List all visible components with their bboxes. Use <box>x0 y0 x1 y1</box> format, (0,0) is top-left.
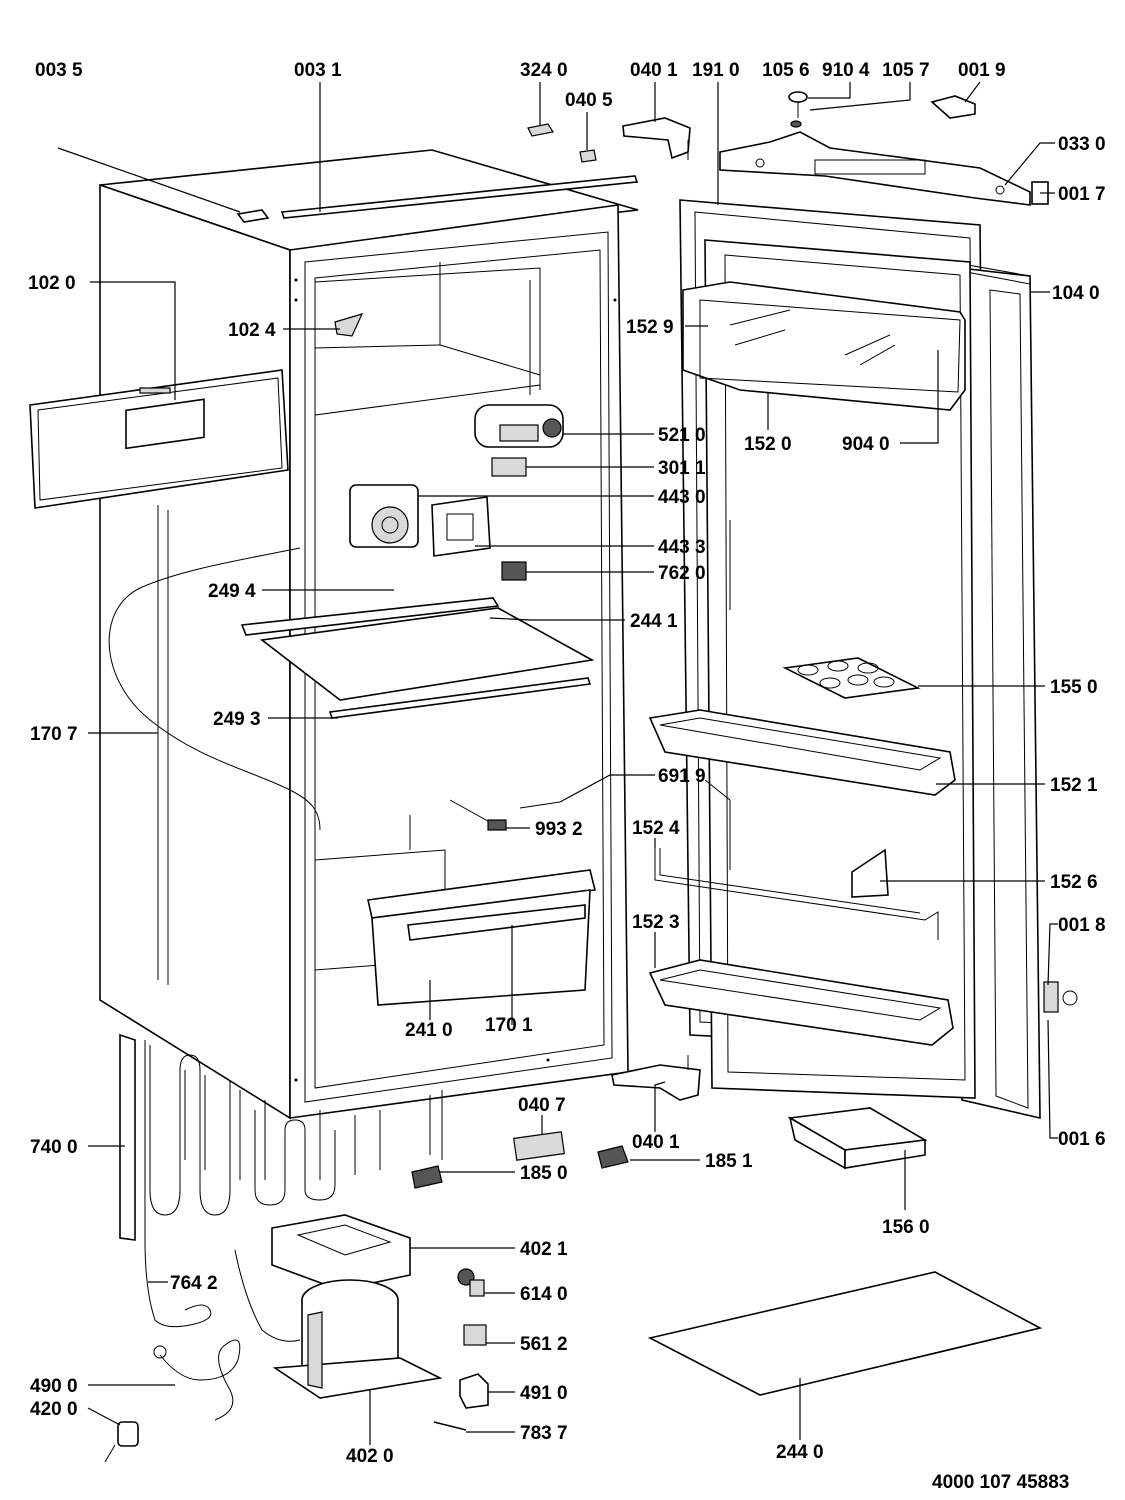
label-1529: 152 9 <box>626 317 674 338</box>
label-7642: 764 2 <box>170 1273 218 1294</box>
compressor-drip-tray <box>271 1214 411 1291</box>
label-1701: 170 1 <box>485 1015 533 1036</box>
label-0016: 001 6 <box>1058 1129 1106 1150</box>
label-5210: 521 0 <box>658 425 706 446</box>
label-0407: 040 7 <box>518 1095 566 1116</box>
power-cord <box>159 1339 241 1421</box>
condenser <box>119 1033 443 1241</box>
label-1521: 152 1 <box>1050 775 1098 796</box>
top-trim-rail <box>280 175 639 219</box>
rear-cover-sheet <box>647 1271 1043 1396</box>
label-7837: 783 7 <box>520 1423 568 1444</box>
label-1910: 191 0 <box>692 60 740 81</box>
upper-hinge <box>622 117 691 160</box>
door-fixing-bracket <box>719 131 1031 206</box>
label-7620: 762 0 <box>658 563 706 584</box>
label-2494: 249 4 <box>208 581 256 602</box>
corner-cap <box>236 209 270 223</box>
label-0401-bottom: 040 1 <box>632 1132 680 1153</box>
flap-hinge-clip <box>334 313 364 337</box>
label-0019: 001 9 <box>958 60 1006 81</box>
door-hinge-right <box>1043 981 1078 1013</box>
hinge-spacer-right <box>597 1145 629 1169</box>
label-1024: 102 4 <box>228 320 276 341</box>
overload-protector <box>463 1324 487 1346</box>
label-1020: 102 0 <box>28 273 76 294</box>
ice-cube-tray <box>787 1107 928 1170</box>
fan-motor <box>349 484 419 548</box>
label-4900: 490 0 <box>30 1376 78 1397</box>
filter-grille <box>501 561 527 581</box>
capillary-tube <box>144 1040 212 1328</box>
leader-lines <box>57 81 1058 1445</box>
label-1056: 105 6 <box>762 60 810 81</box>
hinge-plate <box>513 1131 565 1161</box>
label-0401-top: 040 1 <box>630 60 678 81</box>
bottle-retainer-bar <box>654 848 939 940</box>
label-4433: 443 3 <box>658 537 706 558</box>
label-2440: 244 0 <box>776 1442 824 1463</box>
label-4021: 402 1 <box>520 1239 568 1260</box>
egg-tray <box>782 657 921 699</box>
lower-hinge <box>611 1055 701 1101</box>
compressor <box>272 1279 443 1399</box>
label-1550: 155 0 <box>1050 677 1098 698</box>
label-1851: 185 1 <box>705 1151 753 1172</box>
hinge-spacer-left <box>411 1165 443 1189</box>
freezer-flap <box>29 369 289 509</box>
label-1707: 170 7 <box>30 724 78 745</box>
lamp-sensor-cable <box>449 799 561 831</box>
label-1057: 105 7 <box>882 60 930 81</box>
label-0405: 040 5 <box>565 90 613 111</box>
label-3240: 324 0 <box>520 60 568 81</box>
rating-label <box>491 457 527 477</box>
label-1524: 152 4 <box>632 818 680 839</box>
thermostat-housing <box>474 404 564 448</box>
label-4430: 443 0 <box>658 487 706 508</box>
door-balcony-lower <box>648 959 954 1046</box>
label-1523: 152 3 <box>632 912 680 933</box>
label-6140: 614 0 <box>520 1284 568 1305</box>
label-9932: 993 2 <box>535 819 583 840</box>
drawing-number: 4000 107 45883 <box>932 1472 1069 1493</box>
label-6919: 691 9 <box>658 766 706 787</box>
label-1040: 104 0 <box>1052 283 1100 304</box>
hinge-pin-cap <box>930 95 976 119</box>
door-balcony-upper <box>648 709 956 796</box>
label-9104: 910 4 <box>822 60 870 81</box>
hinge-cover <box>527 123 554 137</box>
bottle-divider <box>851 848 889 898</box>
service-tube <box>433 1421 467 1431</box>
label-1560: 156 0 <box>882 1217 930 1238</box>
label-5612: 561 2 <box>520 1334 568 1355</box>
crisper-drawer <box>367 869 596 1006</box>
fan-cover <box>431 496 491 557</box>
label-9040: 904 0 <box>842 434 890 455</box>
label-1850: 185 0 <box>520 1163 568 1184</box>
label-3011: 301 1 <box>658 458 706 479</box>
label-0031: 003 1 <box>294 60 342 81</box>
relay-cover <box>459 1373 489 1409</box>
label-0035: 003 5 <box>35 60 83 81</box>
label-2441: 244 1 <box>630 611 678 632</box>
starter-relay <box>457 1268 485 1297</box>
label-0017: 001 7 <box>1058 184 1106 205</box>
label-0018: 001 8 <box>1058 915 1106 936</box>
label-7400: 740 0 <box>30 1137 78 1158</box>
label-1526: 152 6 <box>1050 872 1098 893</box>
label-2493: 249 3 <box>213 709 261 730</box>
label-4910: 491 0 <box>520 1383 568 1404</box>
label-4020: 402 0 <box>346 1446 394 1467</box>
part-labels: 003 5 003 1 324 0 040 5 040 1 191 0 105 … <box>28 60 1106 1493</box>
hinge-washer <box>579 149 597 163</box>
label-0330: 033 0 <box>1058 134 1106 155</box>
capacitor <box>104 1421 139 1463</box>
glass-shelf <box>240 597 595 719</box>
label-4200: 420 0 <box>30 1399 78 1420</box>
label-1520: 152 0 <box>744 434 792 455</box>
door-butter-compartment <box>682 281 966 411</box>
label-2410: 241 0 <box>405 1020 453 1041</box>
adjusting-screw <box>788 91 808 128</box>
